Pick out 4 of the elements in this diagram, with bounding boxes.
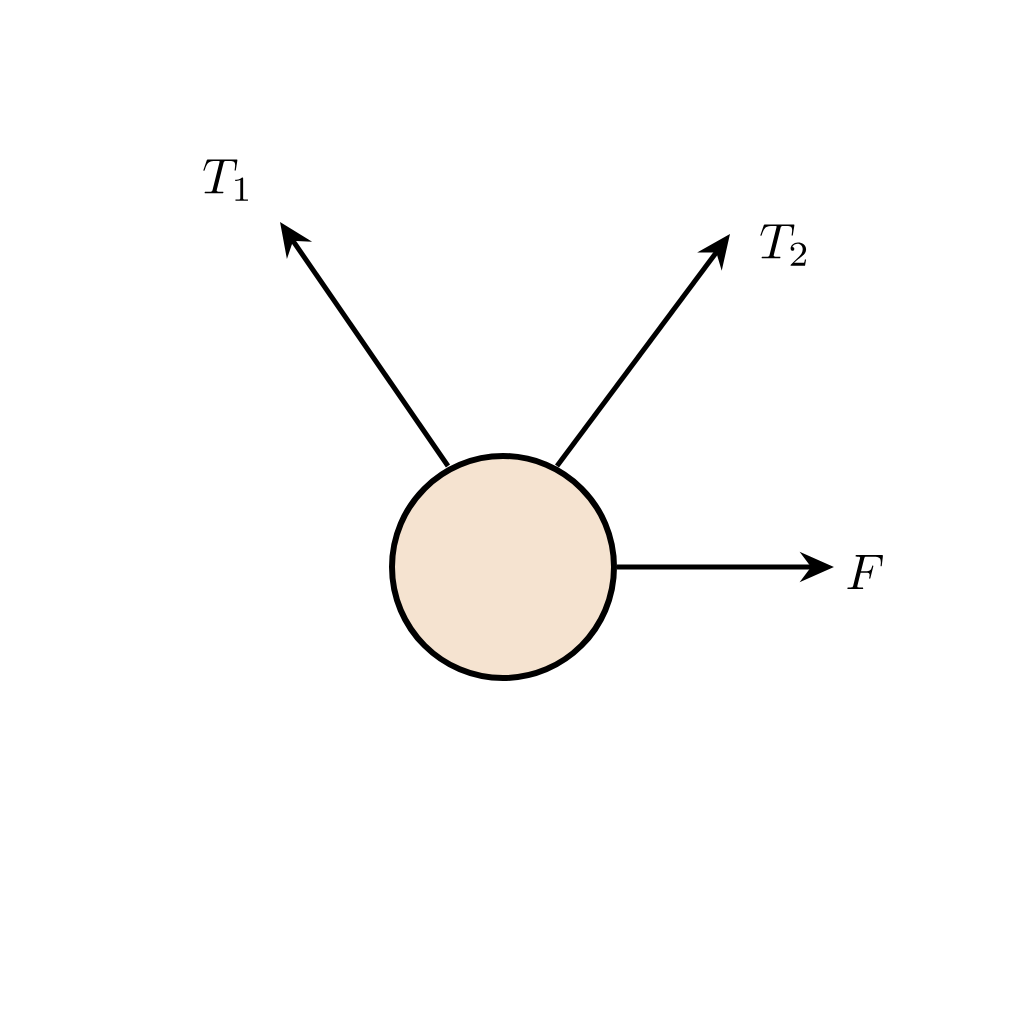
force-label: $T_1$ [203,159,248,201]
force-label: $F$ [847,555,883,590]
force-label: $T_2$ [760,224,807,266]
body-circle [389,453,617,681]
